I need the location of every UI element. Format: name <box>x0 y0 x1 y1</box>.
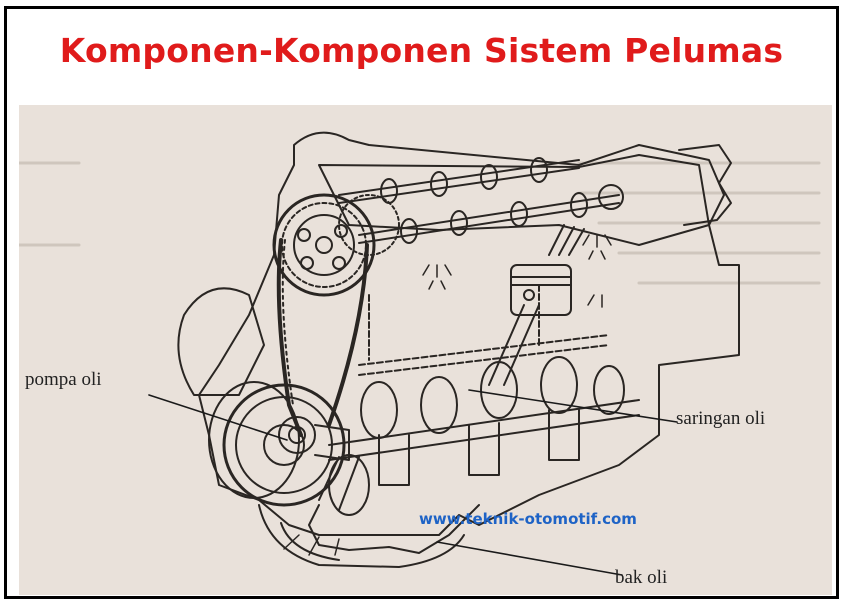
pump-leader <box>148 394 288 441</box>
oil-gallery <box>358 284 610 376</box>
pan-leader <box>436 541 623 576</box>
filter-leader <box>468 389 678 423</box>
crank-pulley <box>208 381 346 507</box>
oil-pickup <box>308 504 480 554</box>
oil-pan <box>258 504 465 568</box>
timing-belt <box>276 238 369 437</box>
diagram-title: Komponen-Komponen Sistem Pelumas <box>59 31 784 70</box>
diagram-frame: Komponen-Komponen Sistem Pelumas <box>4 6 839 599</box>
piston <box>488 224 585 386</box>
timing-gear <box>272 193 400 297</box>
crankshaft <box>328 356 640 486</box>
label-saringan-oli: saringan oli <box>676 408 766 429</box>
website-watermark: www.teknik-otomotif.com <box>419 510 637 528</box>
cylinder-head <box>318 154 710 246</box>
label-pompa-oli: pompa oli <box>25 369 102 390</box>
oil-filter <box>318 454 370 516</box>
camshaft-lower <box>358 184 624 244</box>
engine-drawing <box>19 131 821 576</box>
leader-lines <box>148 389 678 576</box>
engine-block-outline <box>198 131 740 536</box>
timing-cover <box>177 287 265 396</box>
oil-pump <box>278 416 350 461</box>
engine-illustration <box>19 105 832 595</box>
oil-spray <box>422 234 612 308</box>
manifold <box>678 144 732 226</box>
label-bak-oli: bak oli <box>615 567 668 588</box>
